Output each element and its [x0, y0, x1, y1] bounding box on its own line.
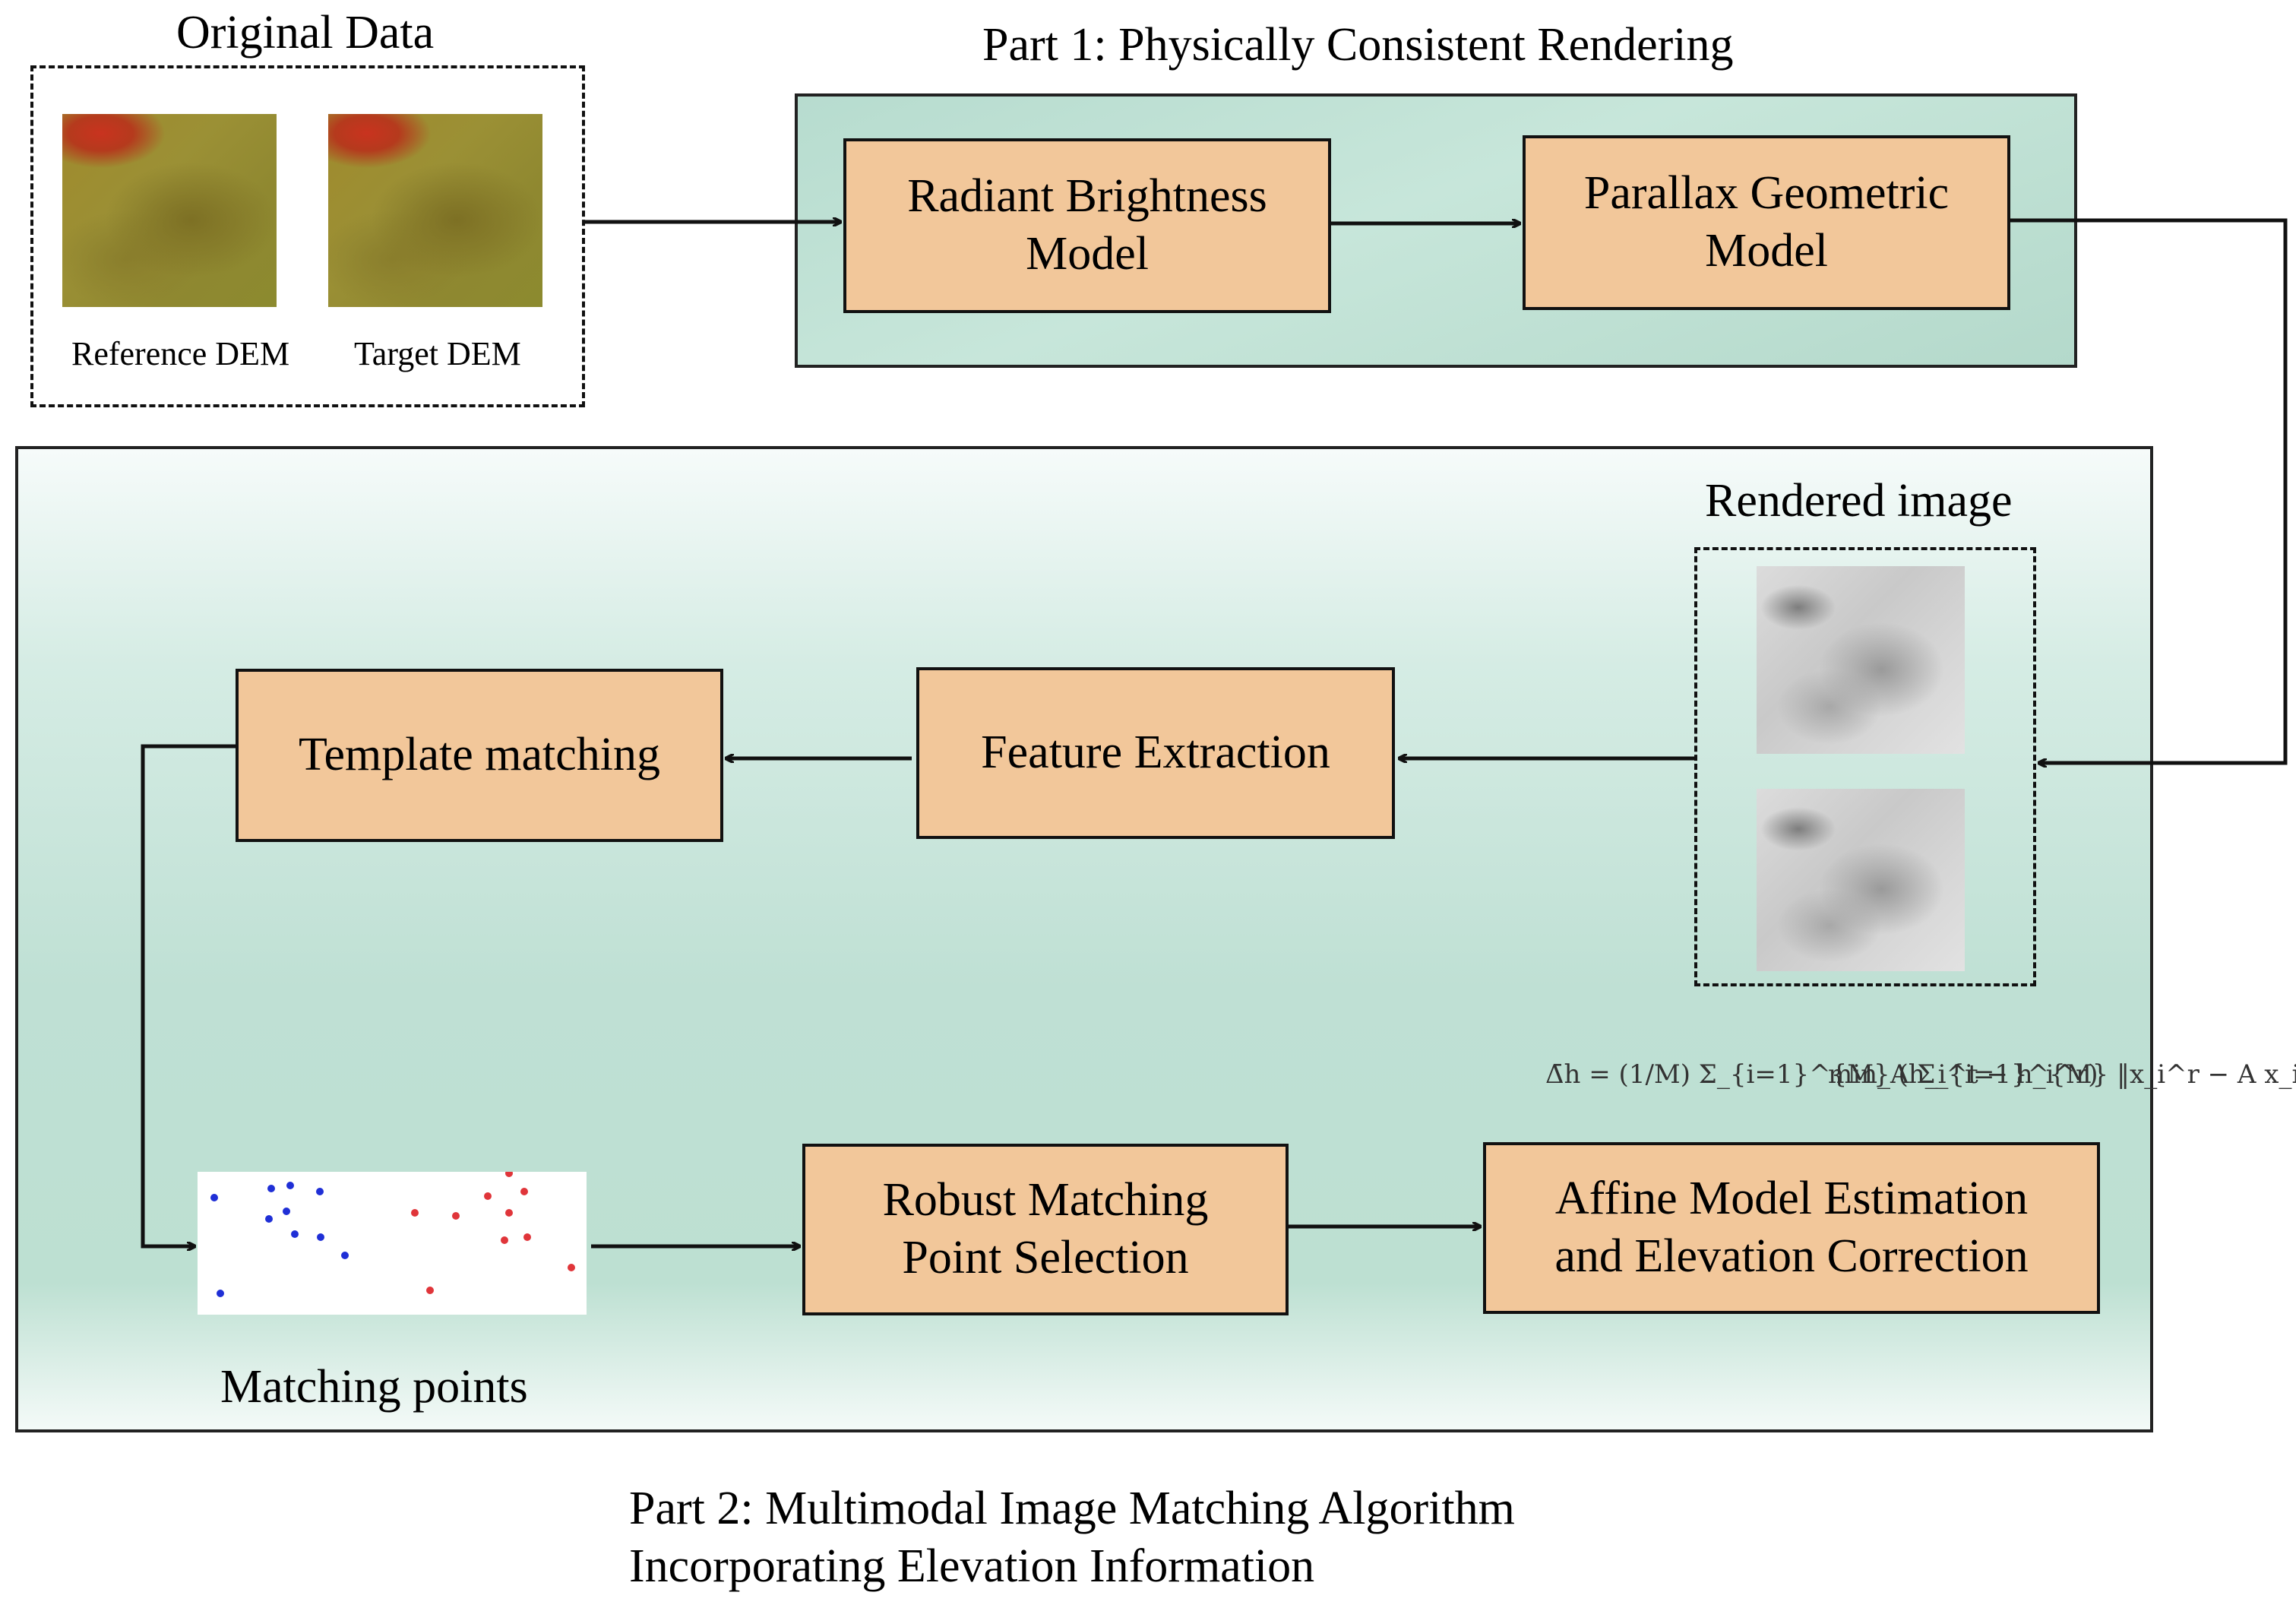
template-matching-label: Template matching [299, 729, 660, 781]
blue-point [291, 1230, 299, 1238]
blue-point [267, 1185, 275, 1192]
radiant-brightness-model-box: Radiant Brightness Model [843, 138, 1331, 313]
blue-point [283, 1208, 290, 1215]
red-point [501, 1236, 508, 1244]
red-point [520, 1188, 528, 1195]
arrow-parallax-to-rendered [2010, 218, 2288, 763]
arrow-template-to-points [141, 744, 236, 1246]
rendered-target-image [1757, 789, 1965, 971]
mean-height-offset-formula: Δ̄h = (1/M) Σ_{i=1}^{M} (h_i^t − h_i^r) [1545, 1059, 2098, 1090]
matching-points-plot [210, 1170, 575, 1297]
template-matching-box: Template matching [236, 669, 723, 842]
parallax-geometric-model-box: Parallax Geometric Model [1523, 135, 2010, 310]
part1-title: Part 1: Physically Consistent Rendering [982, 19, 1734, 71]
parallax-geometric-model-label: Parallax Geometric Model [1583, 167, 1950, 277]
blue-point [210, 1194, 218, 1201]
robust-matching-selection-label: Robust Matching Point Selection [882, 1174, 1209, 1284]
blue-point [316, 1188, 324, 1195]
blue-point [265, 1215, 273, 1223]
blue-point [341, 1252, 349, 1259]
red-point [505, 1209, 513, 1217]
reference-dem-image [62, 114, 277, 307]
rendered-image-title: Rendered image [1705, 475, 2013, 527]
blue-point [317, 1233, 324, 1241]
radiant-brightness-model-label: Radiant Brightness Model [907, 170, 1267, 280]
red-point [411, 1209, 419, 1217]
matching-points-label: Matching points [220, 1361, 528, 1413]
affine-minimization-formula: min_A Σ_{i=1}^{M} ‖x_i^r − A x_i^t‖² [1828, 1059, 2296, 1090]
red-point [505, 1170, 513, 1177]
rendered-image-frame [1694, 547, 2036, 986]
original-data-frame [30, 65, 585, 407]
red-point [568, 1264, 575, 1271]
target-dem-label: Target DEM [354, 335, 521, 372]
feature-extraction-box: Feature Extraction [916, 667, 1395, 839]
blue-point [217, 1290, 224, 1297]
reference-dem-label: Reference DEM [71, 335, 290, 372]
red-point [426, 1287, 434, 1294]
affine-estimation-box: Affine Model Estimation and Elevation Co… [1483, 1142, 2100, 1314]
affine-estimation-label: Affine Model Estimation and Elevation Co… [1554, 1173, 2029, 1282]
part2-caption-line1: Part 2: Multimodal Image Matching Algori… [629, 1483, 1515, 1534]
rendered-reference-image [1757, 566, 1965, 754]
red-point [484, 1192, 492, 1200]
matching-points-panel [198, 1170, 587, 1315]
original-data-title: Original Data [176, 7, 435, 59]
red-points [411, 1170, 575, 1294]
red-point [523, 1233, 531, 1241]
blue-points [210, 1182, 349, 1297]
target-dem-image [328, 114, 542, 307]
blue-point [286, 1182, 294, 1189]
robust-matching-selection-box: Robust Matching Point Selection [802, 1144, 1289, 1315]
part2-caption-line2: Incorporating Elevation Information [629, 1540, 1315, 1592]
red-point [452, 1212, 460, 1220]
feature-extraction-label: Feature Extraction [981, 726, 1330, 779]
